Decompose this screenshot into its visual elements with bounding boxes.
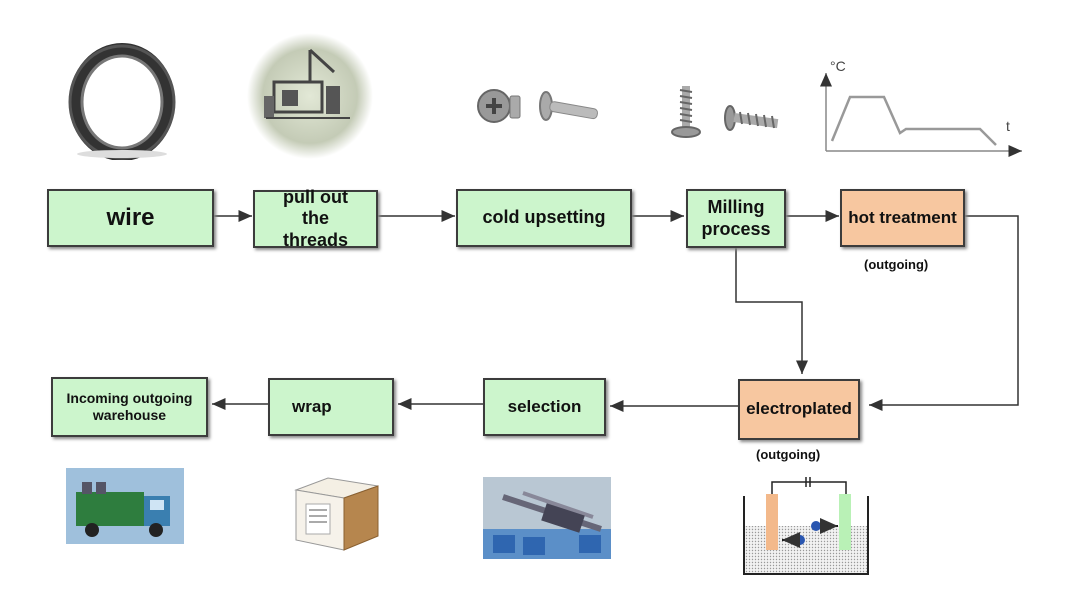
step-selection: selection xyxy=(483,378,606,436)
step-hot-treatment-label: hot treatment xyxy=(848,207,957,227)
threaded-screws-image xyxy=(671,86,779,138)
heat-treatment-graph: °C t xyxy=(820,58,1022,157)
electroplating-tank-image xyxy=(743,477,869,575)
step-wire: wire xyxy=(47,189,214,247)
step-electroplated-label: electroplated xyxy=(746,399,852,419)
selection-machine-image xyxy=(483,477,611,559)
step-pull-out-threads: pull out the threads xyxy=(253,187,378,250)
arrow-milling-to-electro xyxy=(735,248,808,374)
truck-image xyxy=(66,468,184,544)
step-wire-label: wire xyxy=(106,203,155,231)
electroplated-outgoing-note: (outgoing) xyxy=(756,447,821,462)
step-hot-treatment: hot treatment xyxy=(840,189,965,247)
step-warehouse: Incoming outgoing warehouse xyxy=(51,377,208,437)
step-cold-upsetting: cold upsetting xyxy=(456,189,632,247)
hot-treatment-outgoing-note: (outgoing) xyxy=(864,257,929,272)
heat-graph-x-label: t xyxy=(1006,118,1010,134)
step-wrap: wrap xyxy=(268,378,394,436)
arrow-hot-to-electro xyxy=(869,215,1019,411)
heat-profile-curve xyxy=(830,95,997,146)
step-cold-upsetting-label: cold upsetting xyxy=(482,207,606,228)
carton-box-image xyxy=(294,477,379,551)
heat-graph-y-label: °C xyxy=(830,58,846,74)
step-electroplated: electroplated xyxy=(738,379,860,440)
thread-drawing-machine-image xyxy=(247,33,373,159)
step-milling-process: Milling process xyxy=(686,189,786,248)
step-warehouse-label: Incoming outgoing warehouse xyxy=(66,390,193,423)
step-pull-out-label: pull out the threads xyxy=(282,186,349,250)
step-wrap-label: wrap xyxy=(292,396,332,416)
step-milling-label: Milling process xyxy=(701,196,771,239)
screw-blanks-image xyxy=(477,89,599,123)
wire-coil-image xyxy=(68,43,176,160)
step-selection-label: selection xyxy=(507,396,582,416)
